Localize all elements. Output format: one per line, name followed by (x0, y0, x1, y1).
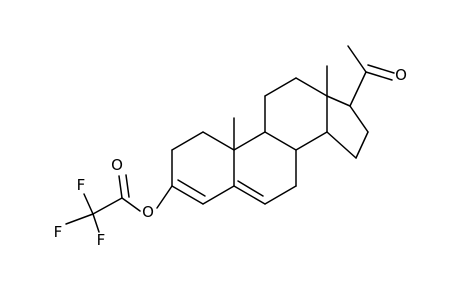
double-bond-inner (237, 180, 264, 197)
carbonyl-double-bond (365, 71, 393, 81)
bond (295, 77, 328, 97)
ester-carbonyl-double-bond (118, 175, 123, 199)
bond (233, 131, 266, 151)
atom-label-f-top: F (77, 176, 86, 194)
atom-label-o-ester: O (142, 203, 154, 221)
ester-carbonyl-double-bond (125, 174, 130, 198)
bond (349, 71, 367, 107)
bond (295, 131, 328, 151)
carbonyl-double-bond (367, 64, 395, 74)
bond (92, 213, 100, 233)
bond (264, 185, 297, 205)
bond (171, 185, 204, 205)
bond (349, 105, 369, 133)
bond (202, 131, 235, 151)
double-bond-inner (177, 179, 206, 197)
bond (355, 131, 369, 159)
atom-label-f-bottom: F (97, 231, 106, 249)
bond (83, 193, 94, 215)
bond (171, 131, 204, 151)
bond (264, 77, 297, 97)
bond (92, 197, 123, 215)
atom-label-o-ester-carbonyl: O (111, 156, 123, 174)
bond (202, 185, 235, 205)
bond (156, 185, 173, 209)
bond (233, 185, 266, 205)
bond (347, 45, 367, 73)
atom-label-f-left: F (54, 223, 63, 241)
bond (326, 131, 357, 159)
bond (121, 197, 141, 212)
bond (264, 131, 297, 151)
atom-label-o-carbonyl: O (395, 66, 407, 84)
bond (65, 213, 94, 225)
bond (326, 95, 351, 107)
